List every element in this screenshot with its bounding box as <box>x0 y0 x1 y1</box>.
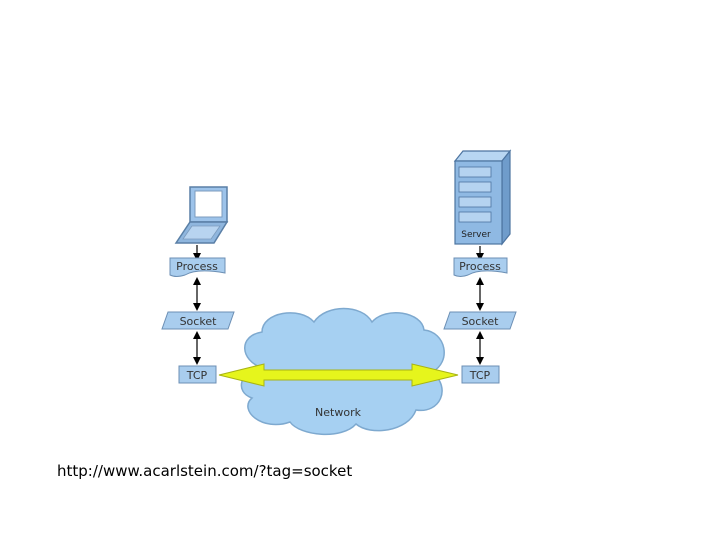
server-socket-label: Socket <box>462 315 500 328</box>
client-process-label: Process <box>176 260 218 273</box>
server-tcp-label: TCP <box>469 369 491 382</box>
source-url-caption: http://www.acarlstein.com/?tag=socket <box>57 462 353 480</box>
server-process-box: Process <box>453 257 508 277</box>
server-process-label: Process <box>459 260 501 273</box>
server-label: Server <box>461 230 491 240</box>
client-process-box: Process <box>169 257 226 277</box>
client-socket-box: Socket <box>161 311 235 330</box>
server-icon: Server <box>453 149 512 246</box>
client-socket-label: Socket <box>180 315 218 328</box>
tcp-connection-arrow <box>218 363 459 387</box>
server-socket-box: Socket <box>443 311 517 330</box>
server-tcp-box: TCP <box>461 365 500 384</box>
network-label: Network <box>315 406 362 419</box>
client-tcp-label: TCP <box>186 369 208 382</box>
client-tcp-box: TCP <box>178 365 217 384</box>
laptop-icon <box>174 186 229 244</box>
